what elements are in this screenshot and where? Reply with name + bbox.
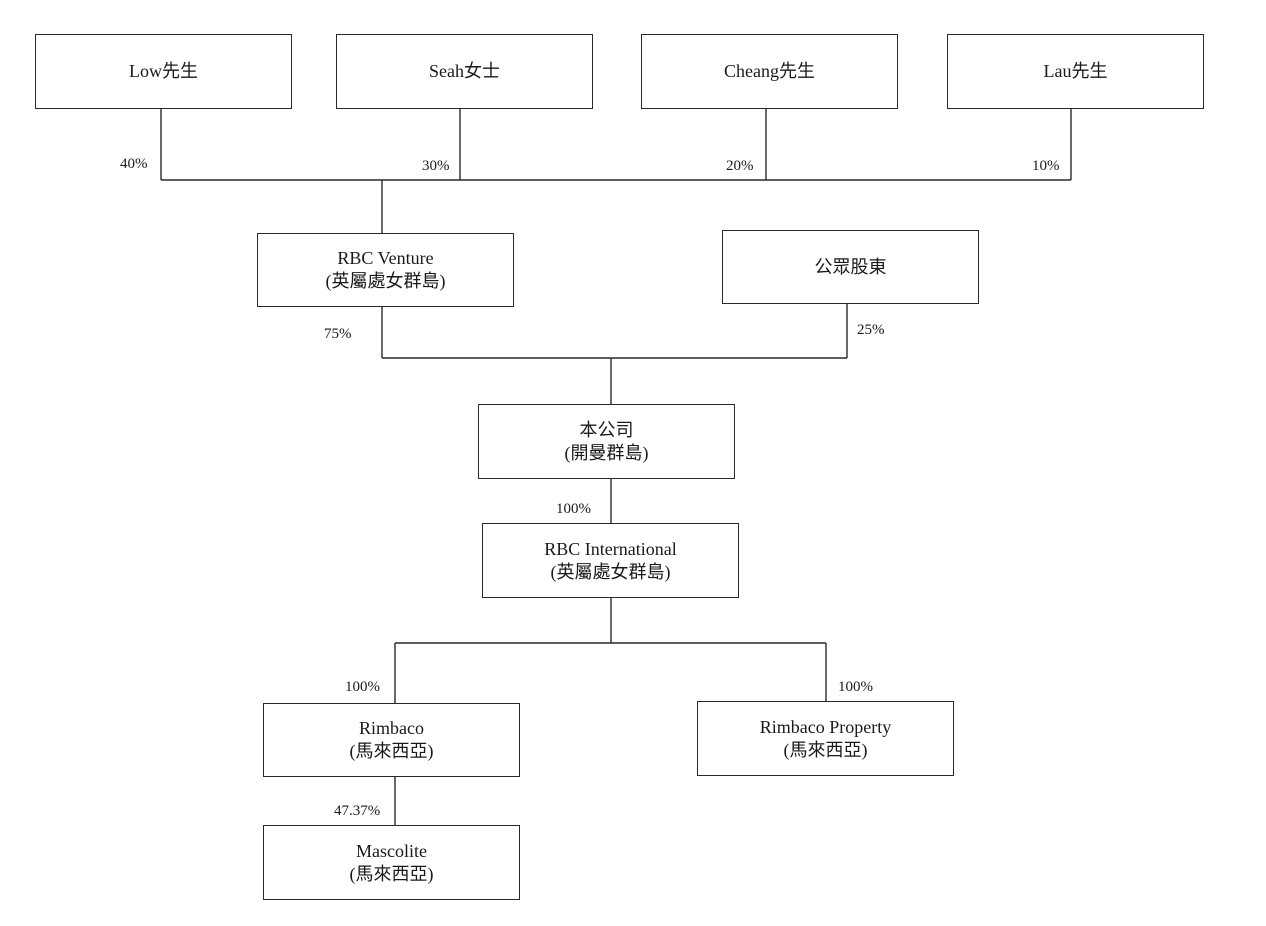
mascolite-place: (馬來西亞): [349, 863, 434, 884]
shareholder-lau-name: Lau先生: [1043, 61, 1108, 81]
pct-low: 40%: [120, 156, 148, 172]
public-shareholders-name: 公眾股東: [814, 256, 887, 277]
shareholder-lau: Lau先生: [947, 34, 1204, 109]
rimbaco-box: Rimbaco (馬來西亞): [263, 703, 520, 777]
pct-rbc-venture: 75%: [324, 326, 352, 342]
pct-mascolite: 47.37%: [334, 803, 381, 819]
shareholder-seah-name: Seah女士: [429, 61, 500, 81]
shareholder-seah: Seah女士: [336, 34, 593, 109]
pct-rimbaco: 100%: [345, 679, 380, 695]
rimbaco-property-name: Rimbaco Property: [759, 716, 892, 737]
shareholder-cheang: Cheang先生: [641, 34, 898, 109]
company-name: 本公司: [579, 419, 634, 440]
rbc-international-name: RBC International: [544, 538, 677, 559]
public-shareholders-box: 公眾股東: [722, 230, 979, 304]
company-place: (開曼群島): [564, 442, 649, 463]
pct-seah: 30%: [422, 158, 450, 174]
rbc-venture-box: RBC Venture (英屬處女群島): [257, 233, 514, 307]
mascolite-name: Mascolite: [356, 840, 427, 861]
rbc-international-place: (英屬處女群島): [550, 561, 671, 582]
pct-cheang: 20%: [726, 158, 754, 174]
rbc-venture-name: RBC Venture: [337, 248, 434, 268]
shareholder-cheang-name: Cheang先生: [724, 61, 815, 81]
pct-public: 25%: [857, 322, 885, 338]
rbc-international-box: RBC International (英屬處女群島): [482, 523, 739, 598]
shareholder-low-name: Low先生: [129, 61, 198, 81]
mascolite-box: Mascolite (馬來西亞): [263, 825, 520, 900]
rimbaco-property-place: (馬來西亞): [783, 739, 868, 760]
shareholder-low: Low先生: [35, 34, 292, 109]
pct-rbc-international: 100%: [556, 501, 591, 517]
rimbaco-property-box: Rimbaco Property (馬來西亞): [697, 701, 954, 776]
pct-rimbaco-property: 100%: [838, 679, 873, 695]
pct-lau: 10%: [1032, 158, 1060, 174]
rbc-venture-place: (英屬處女群島): [325, 271, 446, 291]
company-box: 本公司 (開曼群島): [478, 404, 735, 479]
rimbaco-name: Rimbaco: [359, 718, 424, 738]
rimbaco-place: (馬來西亞): [349, 741, 434, 761]
